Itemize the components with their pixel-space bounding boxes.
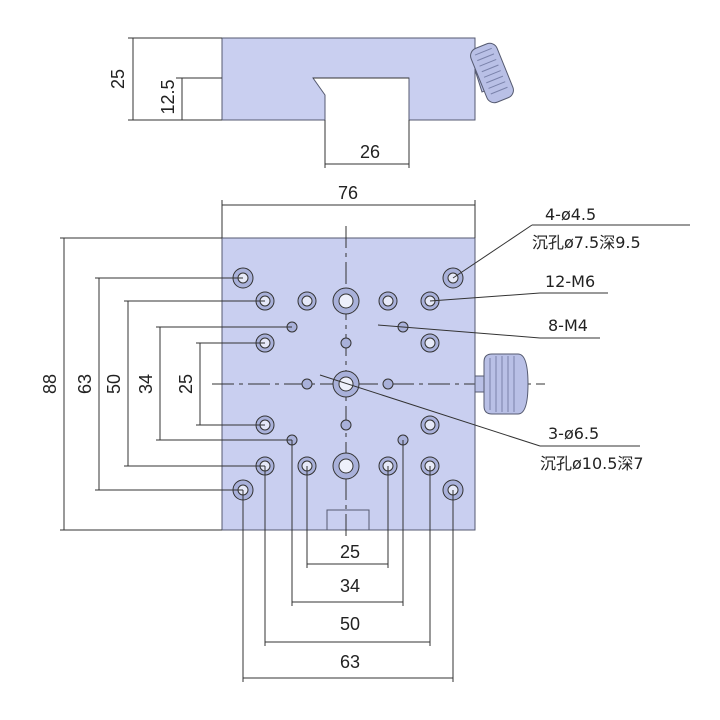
m6-holes [255,291,440,476]
m6-hole-icon [297,291,317,311]
plan-dim-v34: 34 [136,374,156,394]
plan-dim-h34: 34 [340,576,360,596]
large-counterbore-holes [332,287,360,480]
corner-counterbore-holes [232,267,464,501]
side-dim-step: 12.5 [158,79,178,114]
m6-hole-icon [378,291,398,311]
large-hole-icon [332,452,360,480]
large-hole-icon [332,287,360,315]
m4-hole-icon [340,419,352,431]
side-knob-icon [474,353,529,415]
plan-dim-h63: 63 [340,652,360,672]
m4-hole-icon [340,337,352,349]
side-dim-height: 25 [108,69,128,89]
m4-hole-icon [301,378,313,390]
m4-hole-icon [382,378,394,390]
plan-dim-v25: 25 [176,374,196,394]
callout-corner-holes: 4-ø4.5 [545,205,596,224]
callout-m4-holes: 8-M4 [548,316,588,335]
callout-corner-holes-counterbore: 沉孔ø7.5深9.5 [532,233,641,252]
callout-large-holes-counterbore: 沉孔ø10.5深7 [540,454,644,473]
side-knob-icon [470,42,514,104]
plan-dim-h50: 50 [340,614,360,634]
side-dim-slot: 26 [360,142,380,162]
bottom-notch [326,509,370,531]
plan-dim-h25: 25 [340,542,360,562]
plan-dim-height: 88 [40,374,60,394]
side-view: 25 12.5 26 [108,37,514,168]
large-hole-icon [332,370,360,398]
side-body [221,37,476,121]
m6-hole-icon [420,333,440,353]
plan-dim-v63: 63 [75,374,95,394]
callout-m6-holes: 12-M6 [545,272,595,291]
plan-view: 76 88 63 50 34 25 25 [40,183,690,682]
callout-large-holes: 3-ø6.5 [548,424,599,443]
m6-hole-icon [420,415,440,435]
plan-dim-width: 76 [338,183,358,203]
plan-dim-v50: 50 [104,374,124,394]
